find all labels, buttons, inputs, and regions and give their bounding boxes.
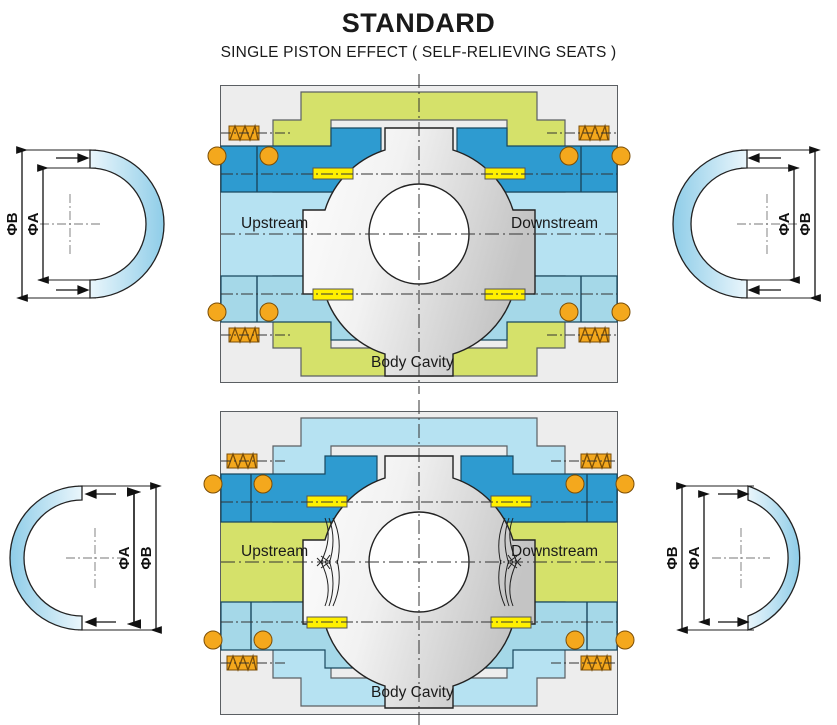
inner-diameter-label: ΦA [776, 212, 793, 235]
flow-arrow-bottom [718, 617, 750, 627]
downstream-label: Downstream [511, 543, 598, 560]
upstream-label: Upstream [241, 215, 308, 232]
outer-diameter-label: ΦB [797, 212, 814, 235]
o-ring-seat-ur [565, 474, 585, 494]
inner-diameter-label: ΦA [686, 546, 703, 569]
body-cavity-region-lower [272, 601, 566, 707]
seat-insert-upper-left [312, 167, 354, 180]
body-cavity-region [272, 417, 566, 523]
flow-arrow-top [56, 153, 90, 163]
inner-diameter-label: ΦA [25, 212, 42, 235]
o-ring-seat-ll [259, 302, 279, 322]
flow-arrow-top [718, 489, 750, 499]
body-cavity-region-lower [272, 275, 566, 377]
flow-arrow-bottom [84, 617, 116, 627]
o-ring-seat-lr [559, 302, 579, 322]
o-ring-lower-right [611, 302, 631, 322]
o-ring-seat-lr [565, 630, 585, 650]
lower-valve-panel: Upstream Downstream Body Cavity [203, 400, 635, 725]
downstream-label: Downstream [511, 215, 598, 232]
outer-diameter-label: ΦB [138, 546, 155, 569]
spring-upper-right [578, 123, 610, 142]
page-title: STANDARD [341, 8, 496, 38]
seal-ring-top-left: ΦB ΦA [0, 128, 165, 320]
o-ring-seat-ul [259, 146, 279, 166]
seal-ring-bottom-left: ΦB ΦA [9, 466, 178, 654]
seal-ring-body [672, 149, 748, 299]
inner-diameter-label: ΦA [116, 546, 133, 569]
o-ring-lower-left [207, 302, 227, 322]
seat-insert-upper-left [306, 495, 348, 508]
page-subtitle: SINGLE PISTON EFFECT ( SELF-RELIEVING SE… [220, 44, 617, 61]
outer-diameter-label: ΦB [4, 212, 21, 235]
upper-valve-panel: Upstream Downstream Body Cavity [207, 74, 631, 394]
relief-arrows-lower-right [498, 554, 522, 607]
seal-ring-body [747, 485, 801, 631]
flow-arrow-bottom [747, 285, 781, 295]
seat-insert-lower-right [490, 616, 532, 629]
seat-insert-lower-right [484, 288, 526, 301]
body-cavity-label: Body Cavity [371, 684, 454, 701]
o-ring-lower-left [203, 630, 223, 650]
o-ring-seat-ll [253, 630, 273, 650]
seat-insert-lower-left [312, 288, 354, 301]
o-ring-upper-right [611, 146, 631, 166]
o-ring-upper-left [207, 146, 227, 166]
relief-arrows-upper-right [498, 517, 522, 570]
o-ring-seat-ur [559, 146, 579, 166]
body-cavity-region [272, 91, 566, 193]
seal-ring-bottom-right: ΦB ΦA [662, 466, 822, 654]
seal-ring-body [89, 149, 165, 299]
outer-diameter-label: ΦB [664, 546, 681, 569]
body-cavity-label: Body Cavity [371, 354, 454, 371]
flow-arrow-top [747, 153, 781, 163]
seal-ring-top-right: ΦB ΦA [672, 128, 837, 320]
seat-insert-upper-right [490, 495, 532, 508]
flow-arrow-top [84, 489, 116, 499]
flow-arrow-bottom [56, 285, 90, 295]
o-ring-upper-right [615, 474, 635, 494]
relief-arrows-upper-left [316, 517, 340, 570]
o-ring-upper-left [203, 474, 223, 494]
o-ring-seat-ul [253, 474, 273, 494]
relief-arrows-lower-left [316, 554, 340, 607]
seat-insert-upper-right [484, 167, 526, 180]
upstream-label: Upstream [241, 543, 308, 560]
seat-insert-lower-left [306, 616, 348, 629]
o-ring-lower-right [615, 630, 635, 650]
